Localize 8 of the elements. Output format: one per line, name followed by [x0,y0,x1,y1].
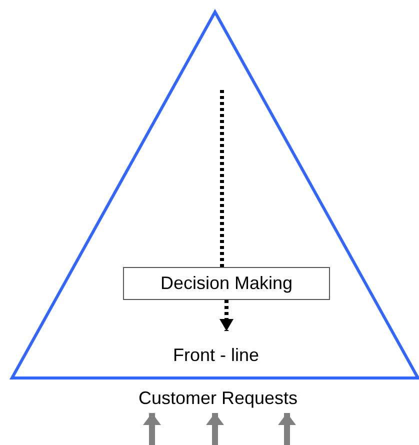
arrow [278,413,296,445]
arrow [143,413,161,445]
node-label: Front - line [150,343,282,367]
dotted-line [220,90,224,267]
arrow [206,413,224,445]
dotted-arrow [220,300,234,331]
node-label: Customer Requests [100,385,336,411]
process-box: Decision Making [123,267,330,300]
